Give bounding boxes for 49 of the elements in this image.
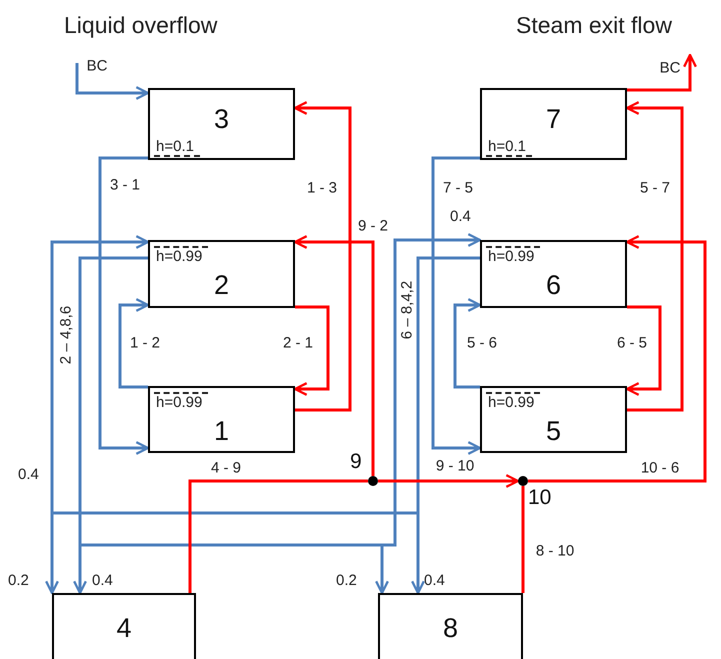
level-label: h=0.1 (154, 138, 200, 157)
fraction-label: 0.4 (450, 208, 471, 225)
cell-box (480, 386, 627, 453)
flow-arrow (378, 474, 520, 488)
cell-number: 3 (212, 104, 230, 135)
cell-number: 7 (544, 104, 562, 135)
section-heading: Liquid overflow (64, 12, 218, 39)
flow-arrow (627, 54, 697, 92)
flow-arrow (294, 101, 352, 412)
fraction-label: 0.4 (18, 466, 39, 483)
flow-arrow (432, 156, 482, 455)
level-label: h=0.1 (486, 138, 532, 157)
fraction-label: 0.2 (8, 572, 29, 589)
fraction-label: 0.4 (424, 572, 445, 589)
flow-arrow (294, 235, 374, 476)
cell-number: 8 (442, 613, 460, 644)
cell-box (52, 593, 196, 659)
junction-dot (518, 476, 528, 486)
junction-label: 10 (528, 486, 552, 510)
cell-box (148, 88, 295, 160)
cell-box (480, 88, 627, 160)
flow-arrow (626, 306, 662, 396)
cell-number: 4 (115, 613, 133, 644)
cell-box (148, 240, 295, 308)
cell-box (480, 240, 627, 308)
flow-arrow (98, 156, 150, 455)
cell-box (148, 386, 295, 453)
junction-dot (368, 476, 378, 486)
flow-arrow (118, 298, 150, 388)
level-label: h=0.99 (154, 392, 208, 411)
flow-arrow (626, 101, 684, 412)
fraction-label: 0.4 (92, 572, 113, 589)
edge-label: 6 – 8,4,2 (398, 278, 416, 342)
cell-number: 5 (544, 416, 562, 447)
fraction-label: 0.2 (336, 572, 357, 589)
cell-box (378, 593, 523, 659)
flow-arrow (528, 235, 706, 482)
cell-number: 1 (212, 416, 230, 447)
level-label: h=0.99 (486, 246, 540, 265)
cell-number: 6 (544, 270, 562, 301)
junction-label: 9 (350, 450, 362, 474)
flow-arrow (454, 298, 482, 388)
section-heading: Steam exit flow (516, 12, 672, 39)
flow-arrow (76, 63, 150, 100)
flow-arrow (294, 306, 330, 396)
edge-label: 2 – 4,8,6 (58, 304, 74, 366)
cell-number: 2 (212, 270, 230, 301)
level-label: h=0.99 (486, 392, 540, 411)
level-label: h=0.99 (154, 246, 208, 265)
